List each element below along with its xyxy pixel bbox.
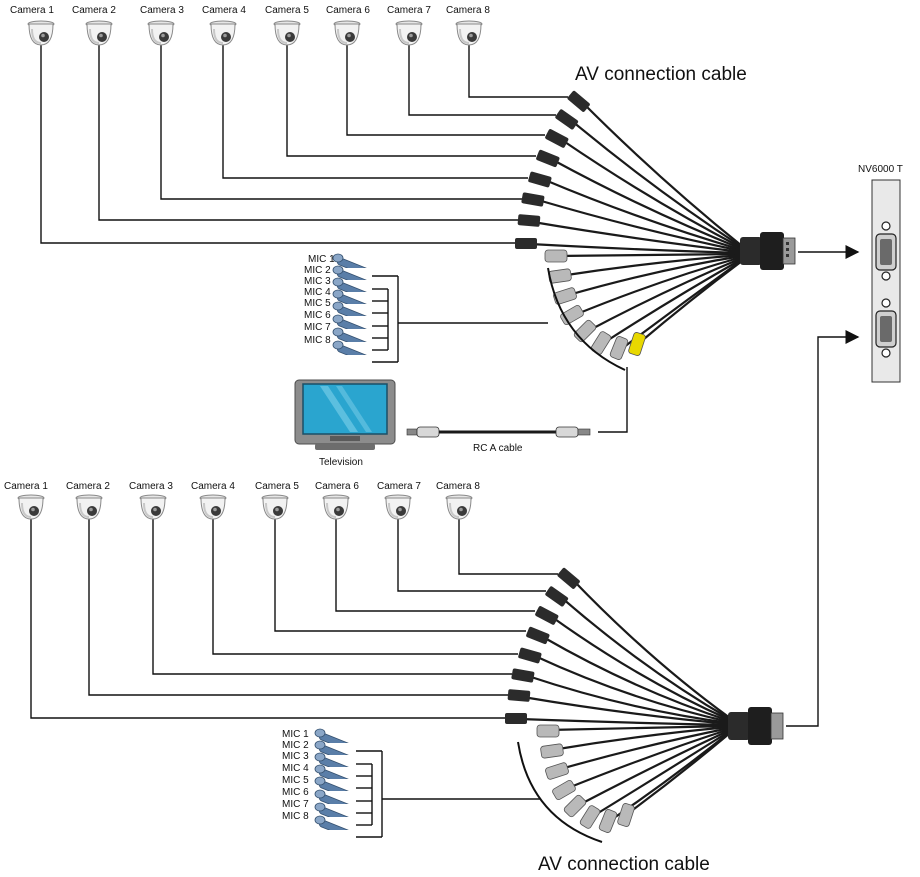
top-camera-wires: [40, 45, 568, 244]
camera-label: Camera 2: [72, 5, 116, 16]
bottom-cable-bundle: [518, 578, 732, 824]
mic-label: MIC 6: [304, 310, 331, 321]
mic-label: MIC 4: [304, 287, 331, 298]
camera-label: Camera 2: [66, 481, 110, 492]
camera-7: Camera 7: [387, 5, 431, 46]
top-mics: MIC 1 MIC 2 MIC 3 MIC 4 MIC 5 MIC 6 MIC …: [304, 253, 548, 363]
camera-label: Camera 7: [377, 481, 421, 492]
camera-label: Camera 1: [10, 5, 54, 16]
dome-camera-icon: [455, 20, 483, 46]
dome-camera-icon: [75, 494, 103, 520]
av-cable-label-bottom: AV connection cable: [538, 854, 710, 875]
dome-camera-icon: [17, 494, 45, 520]
av-cable-label-top: AV connection cable: [575, 64, 747, 85]
camera-1: Camera 1: [4, 481, 48, 520]
mic-label: MIC 5: [282, 775, 309, 786]
tv-link-wire: [598, 367, 628, 433]
television-section: Television RC A cable: [294, 367, 628, 468]
top-cameras: Camera 1 Camera 2 Camera 3 Camera 4 Came…: [10, 5, 490, 46]
camera-3: Camera 3: [129, 481, 173, 520]
mic-label: MIC 1: [308, 254, 335, 265]
microphone-icon: [314, 815, 357, 830]
bottom-mic-wires: [356, 750, 540, 838]
mic-label: MIC 6: [282, 787, 309, 798]
top-bracket-arc: [547, 267, 626, 371]
mic-label: MIC 8: [282, 811, 309, 822]
camera-label: Camera 4: [202, 5, 246, 16]
bottom-device-link: [786, 330, 860, 727]
camera-3: Camera 3: [140, 5, 184, 46]
television-label: Television: [319, 457, 363, 468]
bottom-bracket-arc: [517, 741, 603, 843]
mic-label: MIC 4: [282, 763, 309, 774]
camera-label: Camera 3: [140, 5, 184, 16]
dome-camera-icon: [27, 20, 55, 46]
mic-label: MIC 2: [282, 740, 309, 751]
camera-2: Camera 2: [66, 481, 110, 520]
television-icon: [294, 379, 396, 450]
mic-label: MIC 5: [304, 298, 331, 309]
camera-5: Camera 5: [255, 481, 299, 520]
top-bnc-connectors: [515, 90, 590, 249]
rca-cable-icon: [406, 426, 591, 438]
bottom-bnc-connectors: [505, 567, 580, 724]
dome-camera-icon: [85, 20, 113, 46]
camera-6: Camera 6: [315, 481, 359, 520]
mic-label: MIC 3: [282, 751, 309, 762]
camera-2: Camera 2: [72, 5, 116, 46]
mic-label: MIC 3: [304, 276, 331, 287]
camera-label: Camera 8: [436, 481, 480, 492]
nv6000t-panel-icon: NV6000 T: [858, 164, 903, 383]
dome-camera-icon: [322, 494, 350, 520]
dome-camera-icon: [395, 20, 423, 46]
dome-camera-icon: [199, 494, 227, 520]
dome-camera-icon: [384, 494, 412, 520]
camera-4: Camera 4: [191, 481, 235, 520]
db-connector-icon: [740, 232, 796, 270]
mic-label: MIC 8: [304, 335, 331, 346]
camera-8: Camera 8: [436, 481, 480, 520]
top-group: Camera 1 Camera 2 Camera 3 Camera 4 Came…: [10, 5, 860, 371]
camera-label: Camera 1: [4, 481, 48, 492]
bottom-cameras: Camera 1 Camera 2 Camera 3 Camera 4 Came…: [4, 481, 480, 520]
camera-4: Camera 4: [202, 5, 246, 46]
camera-1: Camera 1: [10, 5, 55, 46]
camera-label: Camera 5: [255, 481, 299, 492]
microphone-icon: [332, 340, 375, 355]
camera-label: Camera 6: [326, 5, 370, 16]
camera-label: Camera 5: [265, 5, 309, 16]
mic-label: MIC 2: [304, 265, 331, 276]
dome-camera-icon: [445, 494, 473, 520]
dome-camera-icon: [273, 20, 301, 46]
dome-camera-icon: [261, 494, 289, 520]
camera-label: Camera 4: [191, 481, 235, 492]
mic-label: MIC 1: [282, 729, 309, 740]
mic-label: MIC 7: [282, 799, 309, 810]
dome-camera-icon: [333, 20, 361, 46]
camera-5: Camera 5: [265, 5, 309, 46]
rca-cable-label: RC A cable: [473, 443, 523, 454]
camera-label: Camera 8: [446, 5, 490, 16]
bottom-mics: MIC 1 MIC 2 MIC 3 MIC 4 MIC 5 MIC 6 MIC …: [282, 728, 540, 838]
top-mic-wires: [372, 275, 548, 363]
dome-camera-icon: [209, 20, 237, 46]
bottom-rca-connectors: [536, 724, 635, 833]
dome-camera-icon: [147, 20, 175, 46]
camera-label: Camera 7: [387, 5, 431, 16]
camera-6: Camera 6: [326, 5, 370, 46]
mic-label: MIC 7: [304, 322, 331, 333]
db-connector-icon: [728, 707, 784, 745]
camera-8: Camera 8: [446, 5, 490, 46]
bottom-group: Camera 1 Camera 2 Camera 3 Camera 4 Came…: [4, 330, 860, 875]
camera-label: Camera 3: [129, 481, 173, 492]
dome-camera-icon: [139, 494, 167, 520]
device-label: NV6000 T: [858, 164, 903, 175]
camera-label: Camera 6: [315, 481, 359, 492]
bottom-camera-wires: [30, 518, 558, 719]
camera-7: Camera 7: [377, 481, 421, 520]
top-cable-bundle: [528, 101, 744, 352]
